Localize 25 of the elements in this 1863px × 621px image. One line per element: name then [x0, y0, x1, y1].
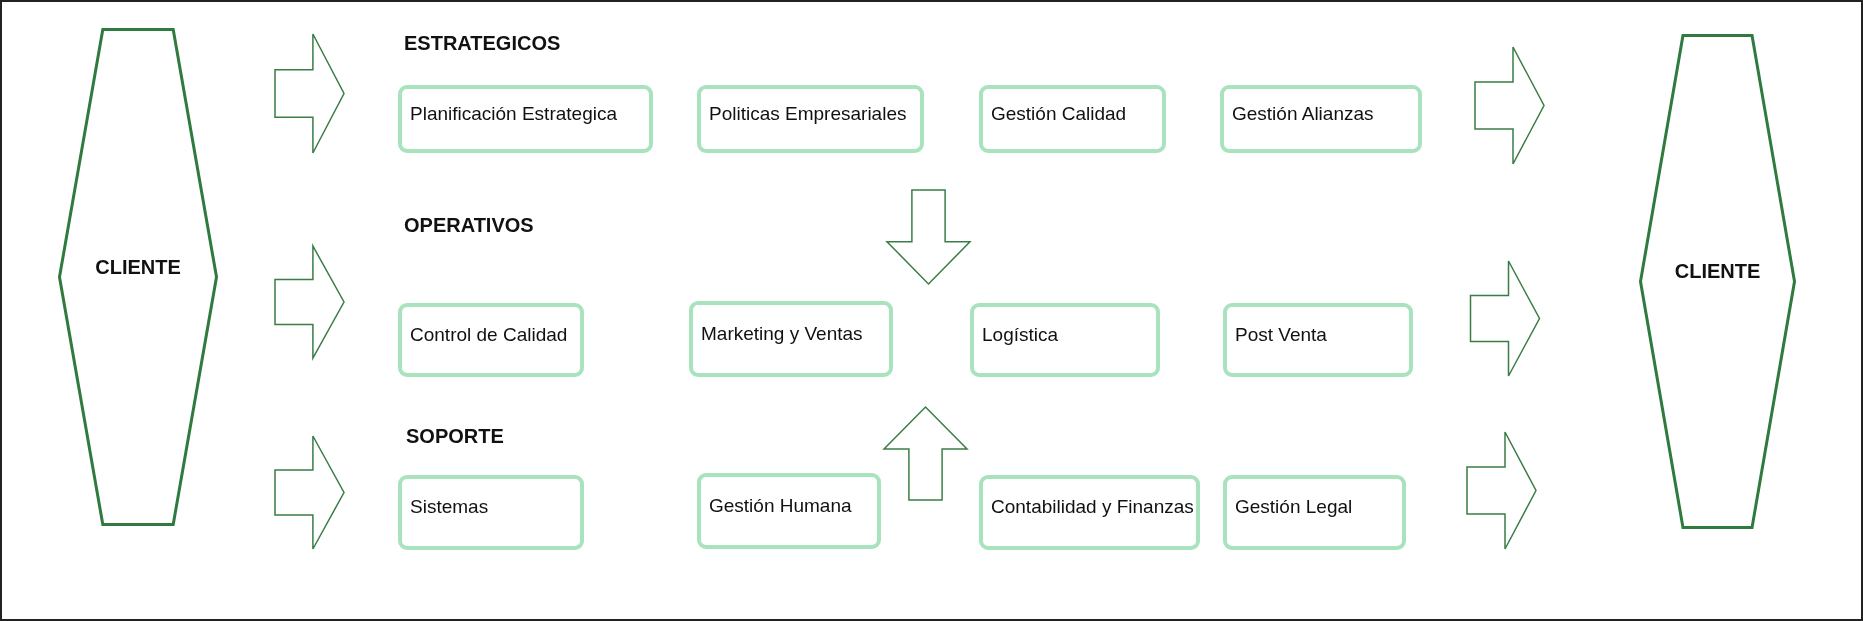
- process-box: Gestión Alianzas: [1220, 85, 1422, 153]
- section-heading: OPERATIVOS: [404, 214, 534, 237]
- block-arrow: [274, 435, 345, 550]
- process-box: Gestión Legal: [1223, 475, 1406, 550]
- block-arrow: [1474, 46, 1545, 165]
- process-box: Planificación Estrategica: [398, 85, 653, 153]
- process-box: Gestión Calidad: [979, 85, 1166, 153]
- block-arrow: [1469, 260, 1541, 377]
- client-label: CLIENTE: [95, 255, 181, 279]
- process-box: Contabilidad y Finanzas: [979, 475, 1200, 550]
- block-arrow: [885, 189, 972, 286]
- block-arrow: [1466, 431, 1537, 550]
- block-arrow: [882, 405, 969, 501]
- process-box: Post Venta: [1223, 303, 1413, 377]
- client-label: CLIENTE: [1674, 260, 1761, 283]
- section-heading: SOPORTE: [406, 425, 504, 448]
- block-arrow: [274, 243, 345, 361]
- process-box: Gestión Humana: [697, 473, 881, 549]
- block-arrow: [274, 33, 345, 154]
- process-box: Logística: [970, 303, 1160, 377]
- process-box: Politicas Empresariales: [697, 85, 924, 153]
- process-box: Control de Calidad: [398, 303, 584, 377]
- section-heading: ESTRATEGICOS: [404, 32, 561, 55]
- process-box: Sistemas: [398, 475, 584, 550]
- process-box: Marketing y Ventas: [689, 301, 893, 377]
